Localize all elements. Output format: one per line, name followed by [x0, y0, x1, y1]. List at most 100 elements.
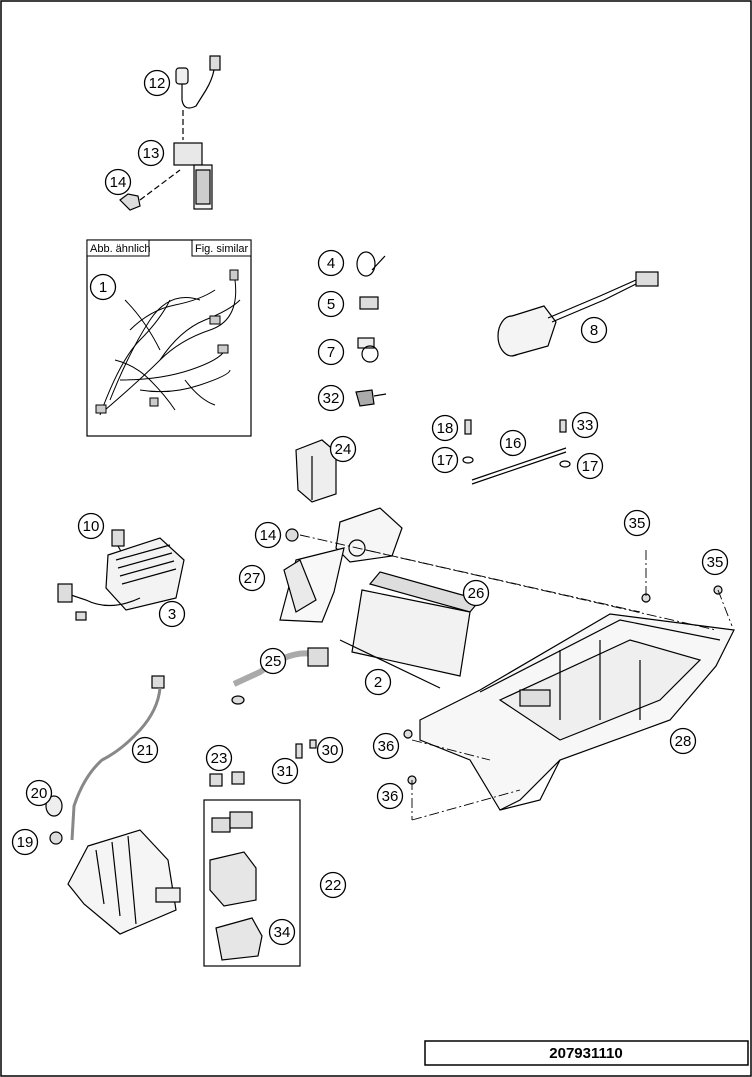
callout-label: 13	[143, 145, 160, 162]
cable-parts-illustration	[462, 419, 571, 485]
callout-circle	[11, 828, 39, 856]
callout-circle	[271, 757, 299, 785]
callout-circle	[254, 521, 282, 549]
center-parts-illustration	[231, 507, 482, 705]
callout-14: 14	[254, 521, 282, 549]
callout-label: 33	[577, 417, 594, 434]
callout-label: 8	[590, 322, 598, 339]
callout-20: 20	[25, 779, 53, 807]
callout-circle	[317, 249, 345, 277]
callout-26: 26	[462, 579, 490, 607]
callout-36: 36	[372, 732, 400, 760]
callout-24: 24	[329, 435, 357, 463]
callout-circle	[205, 744, 233, 772]
callout-19: 19	[11, 828, 39, 856]
callout-circle	[317, 338, 345, 366]
callout-8: 8	[580, 316, 608, 344]
callout-28: 28	[669, 727, 697, 755]
callout-circle	[329, 435, 357, 463]
callout-31: 31	[271, 757, 299, 785]
callout-36: 36	[376, 782, 404, 810]
callout-7: 7	[317, 338, 345, 366]
callout-2: 2	[364, 668, 392, 696]
callout-circle	[431, 414, 459, 442]
drawing-number: 207931110	[549, 1045, 622, 1062]
callout-label: 16	[505, 435, 522, 452]
callout-label: 26	[468, 585, 485, 602]
callout-circle	[158, 600, 186, 628]
callout-1: 1	[89, 273, 117, 301]
callout-circle	[77, 512, 105, 540]
callout-circle	[25, 779, 53, 807]
callout-circle	[89, 273, 117, 301]
callout-35: 35	[623, 509, 651, 537]
callout-13: 13	[137, 139, 165, 167]
part-28-illustration	[403, 585, 735, 811]
callout-circle	[462, 579, 490, 607]
callout-label: 10	[83, 518, 100, 535]
callout-circle	[131, 736, 159, 764]
callout-label: 3	[168, 606, 176, 623]
callout-32: 32	[317, 384, 345, 412]
callout-circle	[268, 918, 296, 946]
callout-30: 30	[316, 736, 344, 764]
callout-circle	[259, 647, 287, 675]
callout-label: 36	[378, 738, 395, 755]
callout-label: 28	[675, 733, 692, 750]
callout-4: 4	[317, 249, 345, 277]
callout-circle	[431, 446, 459, 474]
callout-label: 30	[322, 742, 339, 759]
leader-lines	[299, 534, 733, 821]
callout-circle	[364, 668, 392, 696]
callout-circle	[701, 548, 729, 576]
callout-35: 35	[701, 548, 729, 576]
callout-23: 23	[205, 744, 233, 772]
callout-10: 10	[77, 512, 105, 540]
callout-circle	[317, 290, 345, 318]
callout-label: 22	[325, 877, 342, 894]
harness-wires	[95, 269, 241, 416]
callout-circle	[143, 69, 171, 97]
callout-27: 27	[238, 564, 266, 592]
callout-circle	[669, 727, 697, 755]
relay-box-illustration	[203, 799, 301, 967]
callout-circle	[571, 411, 599, 439]
callout-label: 5	[327, 296, 335, 313]
callout-label: 20	[31, 785, 48, 802]
callout-label: 18	[437, 420, 454, 437]
callout-label: 36	[382, 788, 399, 805]
callout-label: 17	[582, 458, 599, 475]
callout-12: 12	[143, 69, 171, 97]
callout-label: 32	[323, 390, 340, 407]
starter-illustration	[45, 675, 181, 935]
callout-17: 17	[576, 452, 604, 480]
callout-label: 35	[707, 554, 724, 571]
callout-25: 25	[259, 647, 287, 675]
callout-33: 33	[571, 411, 599, 439]
callout-circle	[137, 139, 165, 167]
wiring-harness-inset: Abb. ähnlich Fig. similar	[86, 239, 252, 437]
callout-34: 34	[268, 918, 296, 946]
callout-14: 14	[104, 168, 132, 196]
callout-label: 14	[110, 174, 127, 191]
callout-17: 17	[431, 446, 459, 474]
callout-label: 19	[17, 834, 34, 851]
callout-circle	[372, 732, 400, 760]
drawing-number-box	[424, 1040, 749, 1066]
callout-label: 35	[629, 515, 646, 532]
callout-label: 34	[274, 924, 291, 941]
callout-label: 24	[335, 441, 352, 458]
callout-label: 14	[260, 527, 277, 544]
callout-label: 2	[374, 674, 382, 691]
fuse-parts-illustration	[209, 739, 317, 787]
part-8-illustration	[497, 271, 659, 357]
callout-circle	[499, 429, 527, 457]
callout-circle	[319, 871, 347, 899]
callout-18: 18	[431, 414, 459, 442]
callout-label: 31	[277, 763, 294, 780]
callout-label: 12	[149, 75, 166, 92]
